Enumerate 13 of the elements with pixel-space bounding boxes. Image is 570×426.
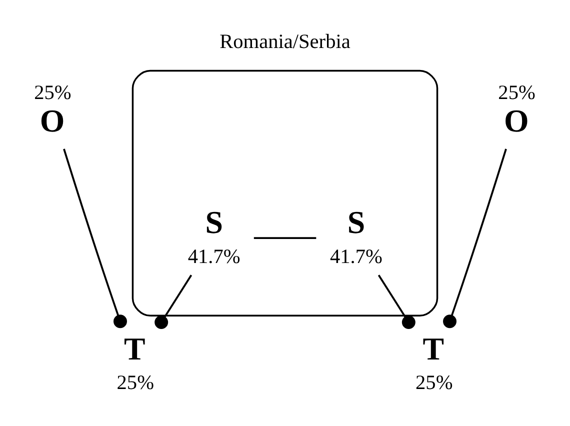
diagram-title: Romania/Serbia [220, 30, 350, 52]
node-text: T [124, 330, 146, 366]
node-label: 25% [116, 372, 154, 394]
node-text: S [347, 204, 366, 240]
node-label: 41.7% [330, 245, 382, 268]
node-label: 25% [416, 372, 453, 394]
node-label: 25% [498, 82, 536, 104]
node-text: S [205, 204, 223, 240]
node-label: 41.7% [188, 245, 240, 268]
node-text: T [422, 330, 444, 366]
node-text: O [504, 103, 529, 138]
node-text: O [40, 103, 65, 138]
node-label: 25% [34, 82, 72, 104]
